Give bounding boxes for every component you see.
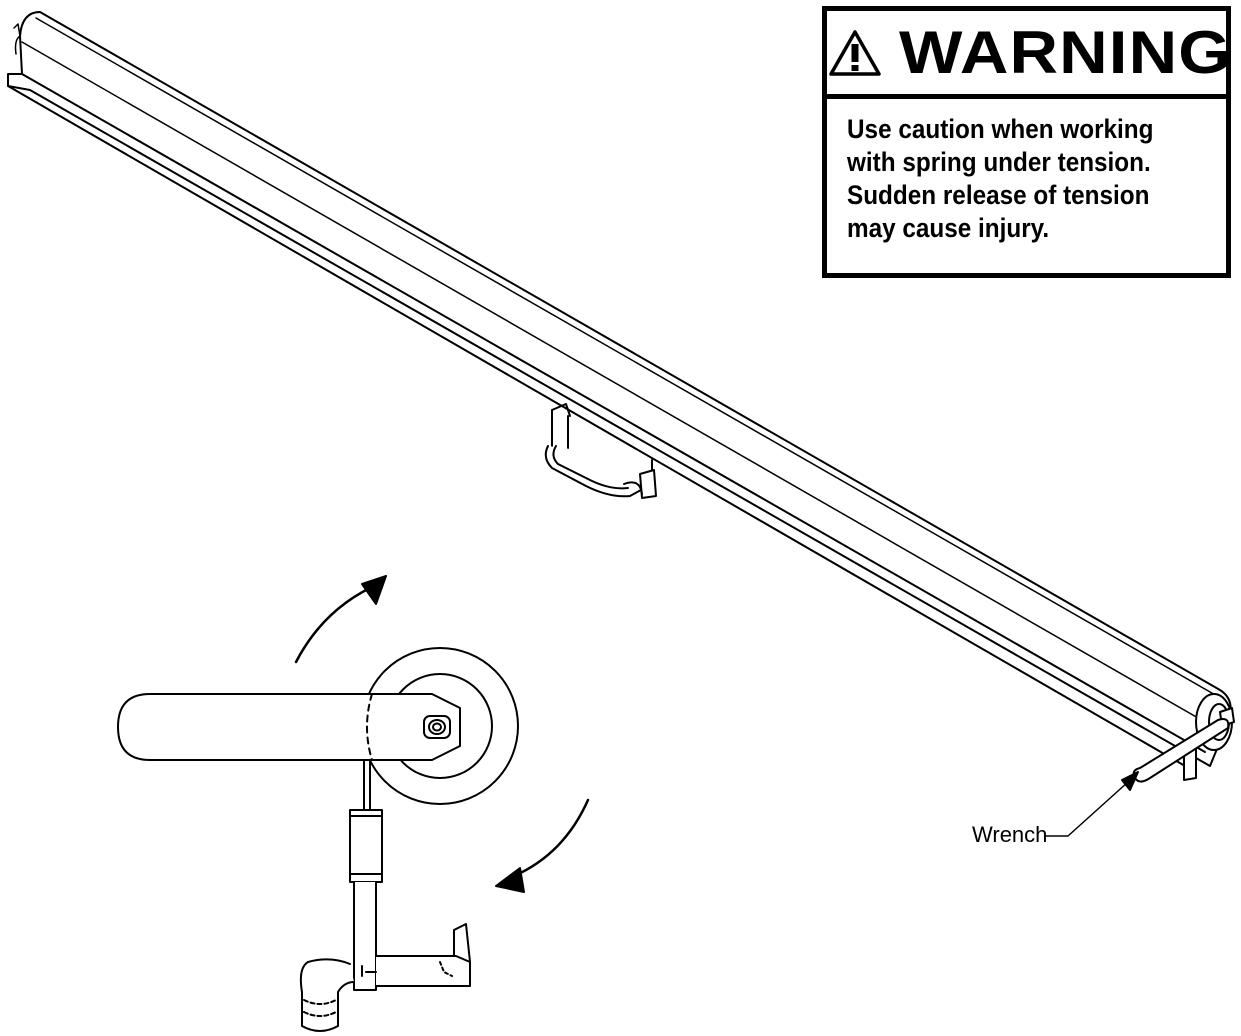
warning-title: WARNING [899,18,1232,86]
wrench-callout-leader [1045,771,1139,837]
warning-line: may cause injury. [847,213,1050,243]
wrench-on-roller [1132,718,1230,783]
warning-header: WARNING [827,11,1231,99]
center-bracket [544,403,657,499]
warning-text: Use caution when working with spring und… [827,99,1226,245]
warning-line: Use caution when working [847,114,1154,144]
roller-tube [7,11,1232,771]
end-view-wrench [117,693,461,761]
rotation-arrow-down-icon [495,798,590,893]
warning-triangle-icon [829,29,881,76]
wrench-label: Wrench [972,822,1048,847]
warning-line: Sudden release of tension [847,180,1150,210]
end-view-lever [299,759,471,1032]
rotation-arrow-up-icon [294,575,387,664]
warning-line: with spring under tension. [847,147,1151,177]
warning-label: WARNING Use caution when working with sp… [822,6,1231,278]
